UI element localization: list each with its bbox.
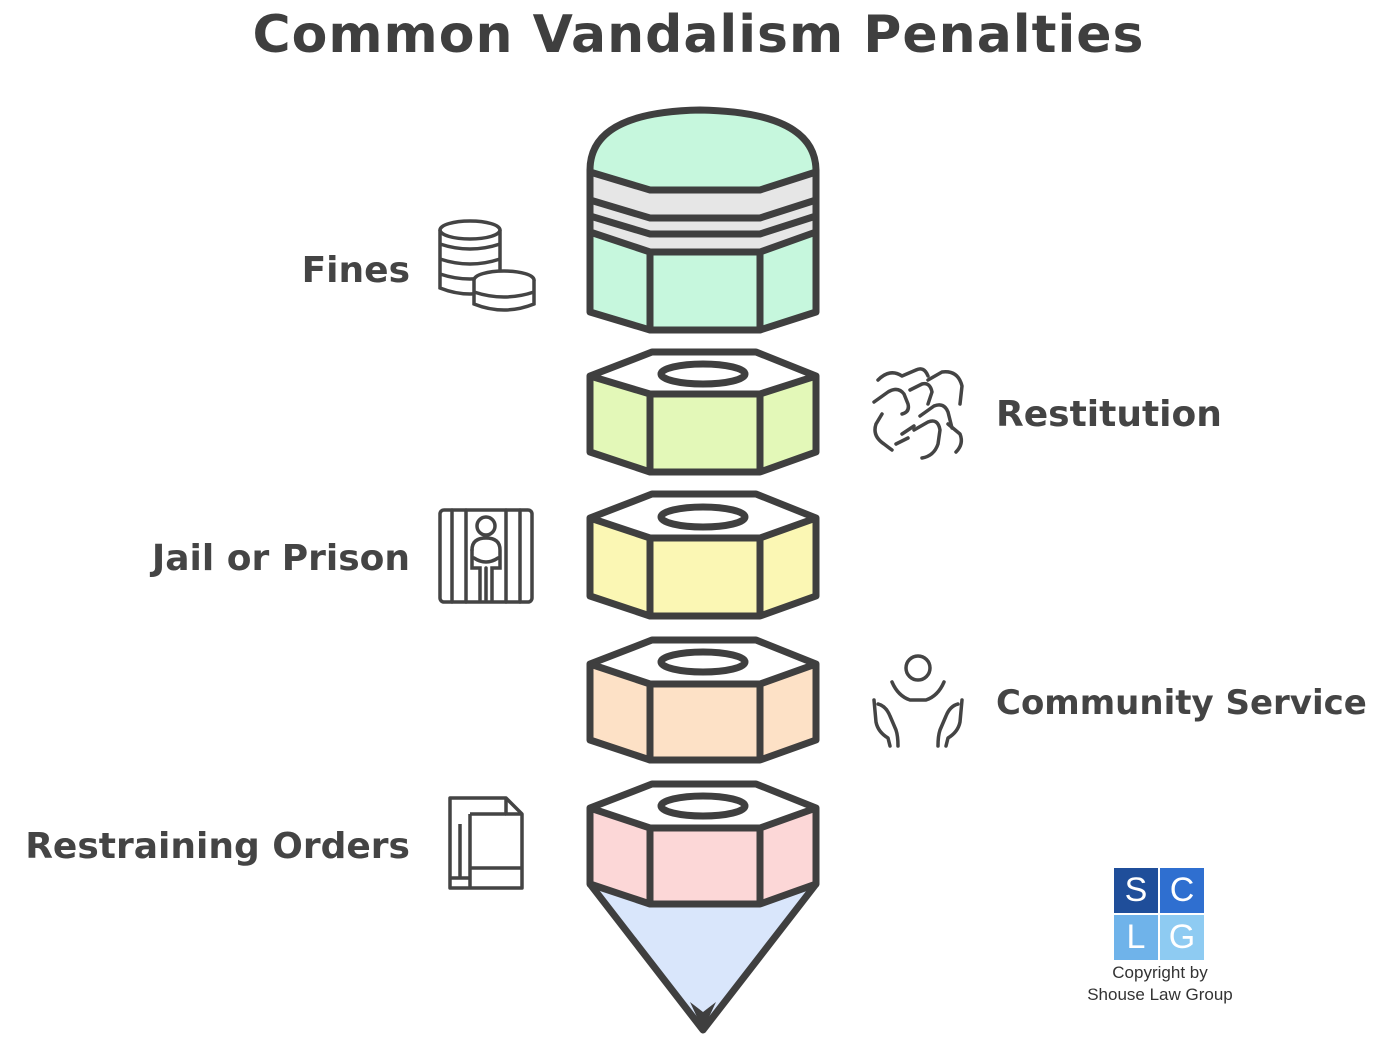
- restitution-nut: [586, 348, 820, 476]
- coins-icon: [438, 219, 536, 312]
- document-icon: [448, 796, 524, 890]
- jail-nut: [586, 490, 820, 620]
- community-service-icon: [872, 654, 964, 748]
- copyright-text: Copyright by Shouse Law Group: [1070, 962, 1250, 1006]
- label-community-service: Community Service: [996, 683, 1367, 723]
- label-restitution: Restitution: [996, 394, 1222, 435]
- copyright-line-2: Shouse Law Group: [1087, 985, 1233, 1004]
- logo-cell-c: C: [1160, 868, 1204, 913]
- jail-icon: [438, 508, 534, 604]
- logo-cell-l: L: [1114, 915, 1158, 960]
- sclg-logo: S C L G: [1114, 868, 1204, 960]
- logo-cell-s: S: [1114, 868, 1158, 913]
- restraining-orders-nut: [586, 780, 820, 1034]
- handshake-icon: [872, 367, 964, 460]
- community-service-nut: [586, 636, 820, 764]
- label-fines: Fines: [301, 250, 410, 291]
- fines-cylinder: [586, 106, 820, 334]
- label-restraining-orders: Restraining Orders: [25, 826, 410, 867]
- logo-cell-g: G: [1160, 915, 1204, 960]
- label-jail-or-prison: Jail or Prison: [151, 538, 410, 579]
- page-title: Common Vandalism Penalties: [252, 5, 1145, 65]
- copyright-line-1: Copyright by: [1112, 963, 1208, 982]
